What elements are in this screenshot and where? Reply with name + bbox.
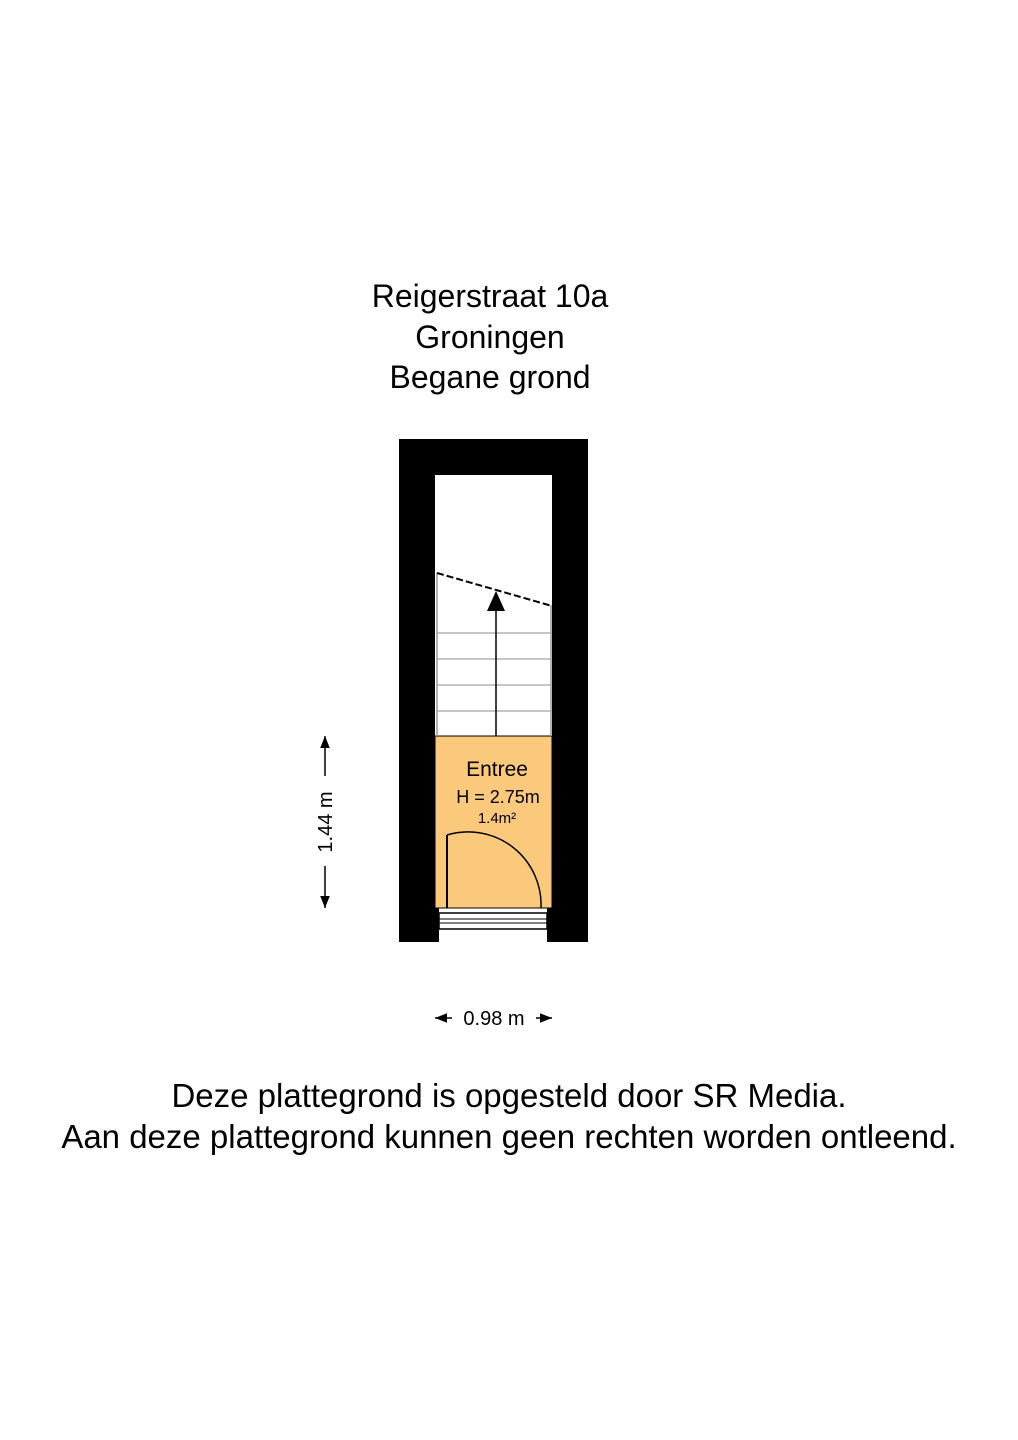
staircase: [436, 572, 553, 736]
room-name: Entree: [466, 758, 528, 781]
vertical-dimension: 1.44 m: [315, 736, 337, 908]
dimension-height-label: 1.44 m: [315, 791, 337, 852]
front-door: [438, 831, 548, 930]
room-height: H = 2.75m: [456, 787, 540, 807]
disclaimer-line-2: Aan deze plattegrond kunnen geen rechten…: [61, 1117, 957, 1155]
door-threshold: [438, 912, 548, 930]
horizontal-dimension: 0.98 m: [435, 1008, 552, 1030]
wall-bottom-right-stub: [547, 908, 588, 942]
dimension-width-label: 0.98 m: [463, 1008, 524, 1030]
address-title: Reigerstraat 10a: [371, 278, 609, 314]
stair-direction-arrow-icon: [487, 591, 505, 611]
disclaimer: Deze plattegrond is opgesteld door SR Me…: [0, 1076, 1018, 1157]
floor-title: Begane grond: [389, 359, 591, 395]
wall-left: [399, 439, 435, 942]
room-labels: Entree H = 2.75m 1.4m²: [456, 758, 540, 827]
plan-header: Reigerstraat 10a Groningen Begane grond: [290, 276, 690, 398]
disclaimer-line-1: Deze plattegrond is opgesteld door SR Me…: [171, 1077, 847, 1114]
city-title: Groningen: [415, 318, 565, 355]
wall-right: [552, 439, 588, 942]
room-area: 1.4m²: [478, 810, 516, 827]
room-entree-fill: [434, 735, 553, 909]
walls: [399, 439, 588, 942]
door-swing-arc: [446, 831, 542, 909]
wall-bottom-left-stub: [399, 908, 439, 942]
